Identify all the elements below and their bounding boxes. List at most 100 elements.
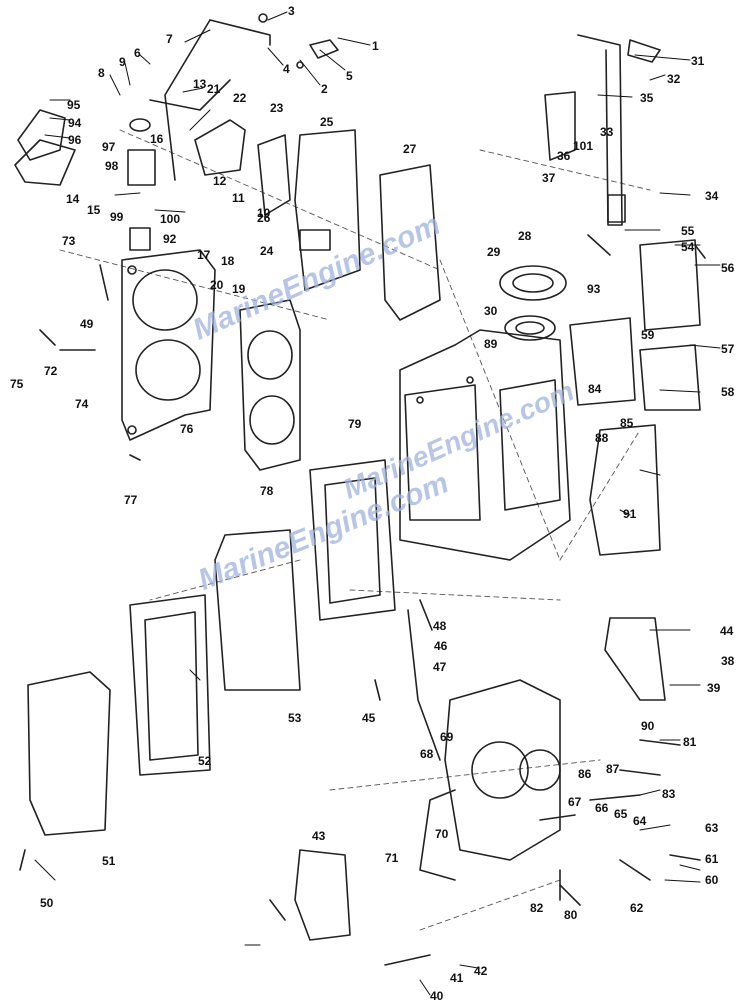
callout-label: 80 <box>564 908 578 922</box>
callout-label: 43 <box>312 829 326 843</box>
callout-label: 97 <box>102 140 116 154</box>
callout-label: 88 <box>595 431 609 445</box>
callout-label: 27 <box>403 142 417 156</box>
callout-label: 42 <box>474 964 488 978</box>
bypass-covers <box>569 239 701 411</box>
callout-label: 79 <box>348 417 362 431</box>
callout-label: 41 <box>450 971 464 985</box>
callout-label: 36 <box>557 149 571 163</box>
transfer-covers <box>257 129 441 321</box>
callout-label: 32 <box>667 72 681 86</box>
callout-label: 23 <box>270 101 284 115</box>
callout-label: 56 <box>721 261 735 275</box>
callout-label: 9 <box>119 55 126 69</box>
callout-label: 98 <box>105 159 119 173</box>
callout-label: 76 <box>180 422 194 436</box>
callout-label: 81 <box>683 735 697 749</box>
callout-label: 4 <box>283 62 290 76</box>
callout-label: 31 <box>691 54 705 68</box>
callout-label: 12 <box>213 174 227 188</box>
callout-label: 67 <box>568 795 582 809</box>
callout-label: 28 <box>518 229 532 243</box>
callout-label: 51 <box>102 854 116 868</box>
callout-label: 38 <box>721 654 735 668</box>
choke-rod-assembly <box>544 34 661 226</box>
callout-label: 53 <box>288 711 302 725</box>
throttle-linkage-assembly <box>149 13 339 181</box>
callout-leader-lines <box>34 11 721 996</box>
callout-label: 55 <box>681 224 695 238</box>
callout-label: 33 <box>600 125 614 139</box>
callout-label: 30 <box>484 304 498 318</box>
callout-label: 8 <box>98 66 105 80</box>
callout-label: 22 <box>233 91 247 105</box>
callout-label: 59 <box>641 328 655 342</box>
callout-label: 69 <box>440 730 454 744</box>
callout-label: 82 <box>530 901 544 915</box>
cover-gasket <box>589 424 661 556</box>
callout-label: 89 <box>484 337 498 351</box>
crankcase-seals <box>499 265 567 341</box>
callout-label: 26 <box>257 211 271 225</box>
callout-label: 2 <box>321 82 328 96</box>
callout-label: 1 <box>372 39 379 53</box>
callout-label: 7 <box>166 32 173 46</box>
callout-label: 40 <box>430 989 444 1003</box>
callout-label: 99 <box>110 210 124 224</box>
callout-label: 61 <box>705 852 719 866</box>
callout-label: 94 <box>68 116 82 130</box>
callout-label: 100 <box>160 212 181 226</box>
callout-label: 13 <box>193 77 207 91</box>
callout-label: 16 <box>150 132 164 146</box>
callout-label: 93 <box>587 282 601 296</box>
callout-label: 74 <box>75 397 89 411</box>
callout-label: 92 <box>163 232 177 246</box>
callout-label: 75 <box>10 377 24 391</box>
callout-label: 50 <box>40 896 54 910</box>
callout-label: 65 <box>614 807 628 821</box>
silencer-parts <box>14 109 246 251</box>
callout-label: 90 <box>641 719 655 733</box>
callout-label: 85 <box>620 416 634 430</box>
callout-label: 3 <box>288 4 295 18</box>
callout-label: 78 <box>260 484 274 498</box>
callout-label: 64 <box>633 814 647 828</box>
crankcase-upper <box>399 329 571 561</box>
callout-label: 60 <box>705 873 719 887</box>
cam-link <box>407 609 441 761</box>
callout-label: 25 <box>320 115 334 129</box>
callout-label: 52 <box>198 754 212 768</box>
callout-label: 10 <box>257 206 271 220</box>
callout-label: 83 <box>662 787 676 801</box>
callout-label: 73 <box>62 234 76 248</box>
callout-label: 14 <box>66 192 80 206</box>
callout-label: 34 <box>705 189 719 203</box>
callout-label: 21 <box>207 82 221 96</box>
callout-label: 91 <box>623 507 637 521</box>
bleed-hose <box>419 789 456 881</box>
callout-label: 72 <box>44 364 58 378</box>
callout-label: 101 <box>573 139 594 153</box>
callout-label: 19 <box>232 282 246 296</box>
callout-label: 5 <box>346 69 353 83</box>
callout-label: 70 <box>435 827 449 841</box>
callout-label: 54 <box>681 240 695 254</box>
callout-label: 62 <box>630 901 644 915</box>
callout-label: 11 <box>232 191 245 205</box>
callout-label: 71 <box>385 851 399 865</box>
callout-label: 35 <box>640 91 654 105</box>
small-hardware <box>19 229 706 966</box>
callout-label: 49 <box>80 317 94 331</box>
head-gasket <box>239 299 301 471</box>
callout-label: 58 <box>721 385 735 399</box>
callout-label: 18 <box>221 254 235 268</box>
exhaust-plates <box>27 459 396 836</box>
callout-label: 17 <box>197 248 211 262</box>
motor-mount-brackets <box>294 617 666 941</box>
callout-label: 66 <box>595 801 609 815</box>
callout-label: 96 <box>68 133 82 147</box>
callout-label: 63 <box>705 821 719 835</box>
callout-label: 77 <box>124 493 138 507</box>
callout-label: 24 <box>260 244 274 258</box>
